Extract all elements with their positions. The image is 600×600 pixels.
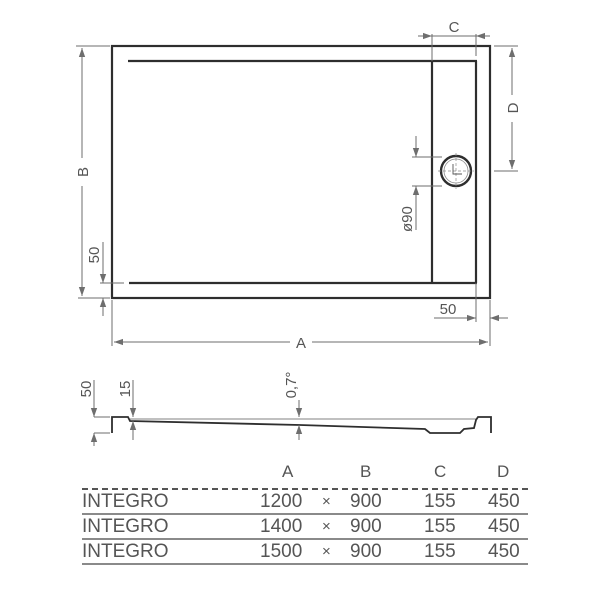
value-d: 450: [488, 541, 520, 562]
value-c: 155: [424, 516, 456, 537]
rim-bottom-label: 50: [86, 247, 103, 264]
dimension-d-label: D: [505, 102, 522, 113]
section-height-label: 50: [78, 381, 95, 398]
value-a: 1400: [260, 516, 303, 537]
times-sign: ×: [322, 518, 331, 535]
value-c: 155: [424, 541, 456, 562]
section-view: 50 15 0,7°: [78, 372, 492, 446]
header-d: D: [497, 462, 510, 481]
dimension-b-label: B: [75, 167, 92, 177]
header-divider: [82, 488, 528, 490]
tray-section-profile: [111, 416, 492, 434]
table-header: A B C D: [82, 462, 528, 488]
model-name: INTEGRO: [82, 541, 169, 562]
drain-diameter-label: ø90: [399, 206, 416, 232]
value-d: 450: [488, 516, 520, 537]
header-b: B: [360, 462, 372, 481]
section-slope-label: 0,7°: [283, 372, 300, 399]
model-name: INTEGRO: [82, 491, 169, 512]
header-c: C: [434, 462, 447, 481]
rim-right-label: 50: [440, 301, 457, 318]
model-name: INTEGRO: [82, 516, 169, 537]
times-sign: ×: [322, 493, 331, 510]
value-d: 450: [488, 491, 520, 512]
plan-view: ø90 C D B 50 A 50: [75, 19, 522, 352]
times-sign: ×: [322, 543, 331, 560]
dimension-c-label: C: [449, 19, 460, 36]
dimension-a-label: A: [296, 335, 306, 352]
value-b: 900: [350, 516, 382, 537]
value-b: 900: [350, 491, 382, 512]
section-rim-label: 15: [117, 381, 134, 398]
value-a: 1200: [260, 491, 303, 512]
tray-outline: [110, 44, 492, 300]
value-b: 900: [350, 541, 382, 562]
table-row: INTEGRO 1500 × 900 155 450: [82, 540, 528, 565]
value-c: 155: [424, 491, 456, 512]
drain-icon: [438, 153, 474, 189]
dimensions-table: A B C D INTEGRO 1200 × 900 155 450 INTEG…: [82, 462, 528, 565]
table-row: INTEGRO 1400 × 900 155 450: [82, 515, 528, 540]
value-a: 1500: [260, 541, 303, 562]
table-row: INTEGRO 1200 × 900 155 450: [82, 490, 528, 515]
header-a: A: [282, 462, 294, 481]
